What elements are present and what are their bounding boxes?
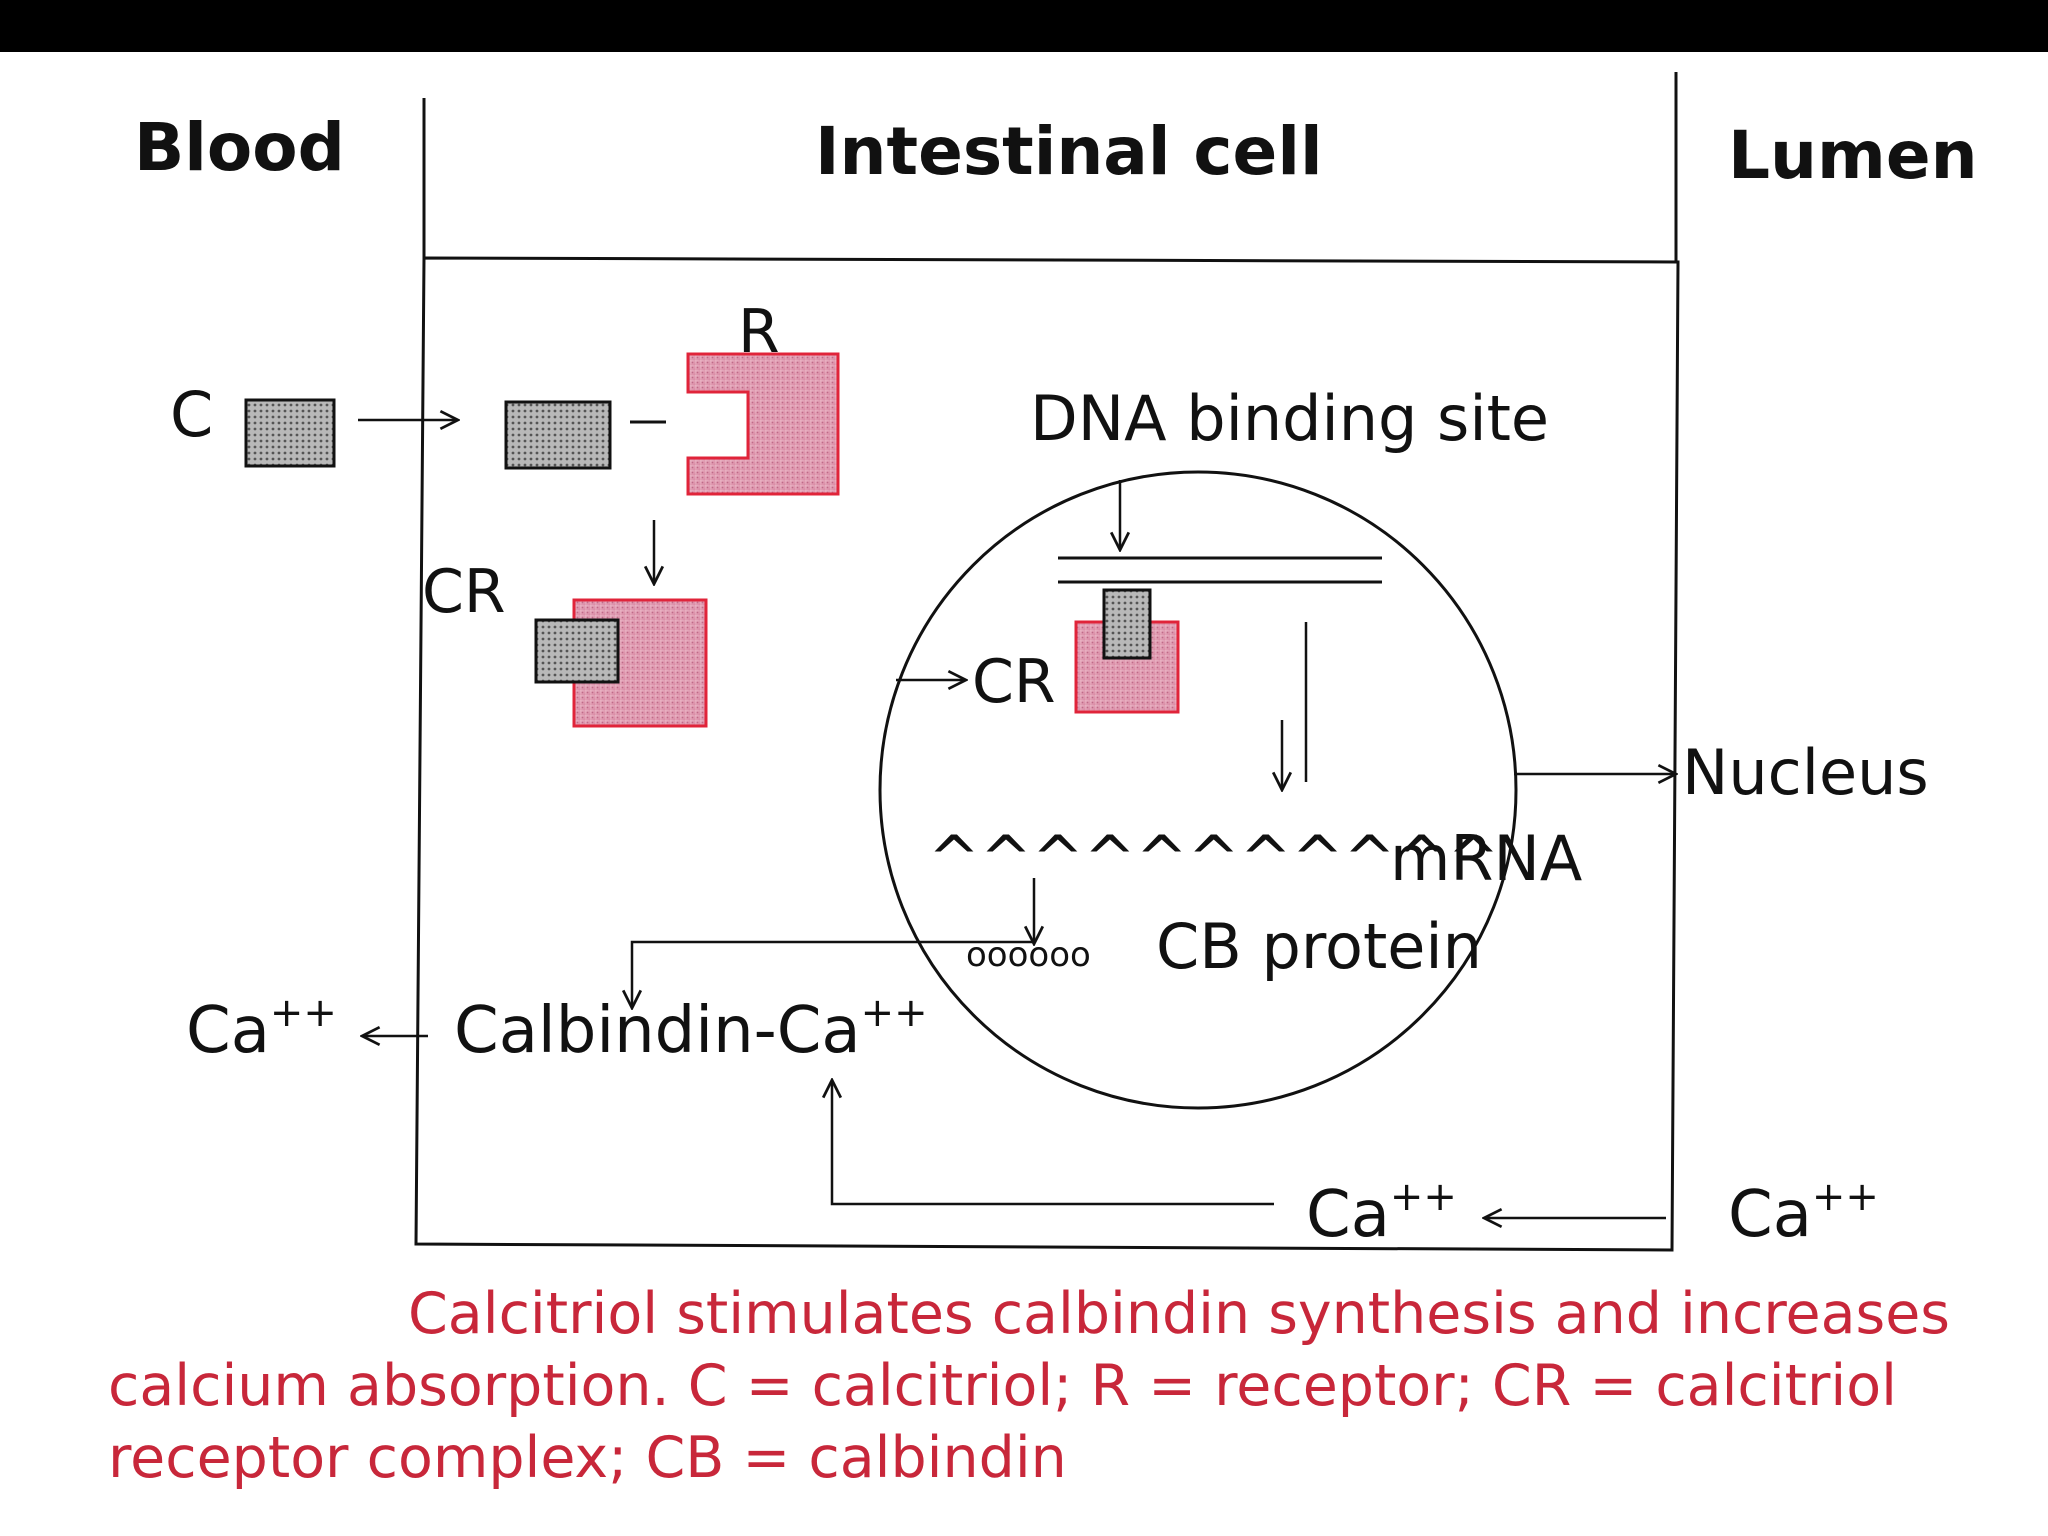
ca-binding-path [832,1080,1274,1206]
cb-protein-label: CB protein [1156,910,1482,983]
calcitriol-label: C [170,378,213,451]
calcitriol-in-cell [504,400,612,470]
ca-lumen-label: Ca++ [1728,1174,1879,1252]
calbindin-ca-label: Calbindin-Ca++ [454,990,928,1068]
caption-line-1: Calcitriol stimulates calbindin synthesi… [408,1281,1950,1347]
nucleus-label: Nucleus [1682,736,1929,809]
mrna-wave: ^^^^^^^^^^^ [928,822,1499,895]
caption-line-2: calcium absorption. C = calcitriol; R = … [108,1353,1897,1419]
lumen-header: Lumen [1728,117,1978,194]
ca-blood-label: Ca++ [186,990,337,1068]
intestinal-cell-header: Intestinal cell [815,113,1323,190]
cell-box [414,256,1680,1252]
top-black-bar [0,0,2048,52]
cr-nucleus-label: CR [972,647,1056,717]
cr-calcitriol-part [534,618,620,684]
receptor-shape [686,352,840,496]
ca-cell-label: Ca++ [1306,1174,1457,1252]
caption-line-3: receptor complex; CB = calbindin [108,1425,1067,1491]
mrna-label: mRNA [1390,822,1582,895]
cr-nucleus-calcitriol [1102,588,1152,660]
nucleus-circle [878,470,1518,1110]
calcitriol-molecule [244,398,336,468]
cr-label: CR [422,557,506,627]
calbindin-path [632,940,1034,1008]
blood-header: Blood [134,109,345,186]
figure-caption: Calcitriol stimulates calbindin synthesi… [108,1278,1998,1494]
dna-binding-site-label: DNA binding site [1030,382,1549,455]
